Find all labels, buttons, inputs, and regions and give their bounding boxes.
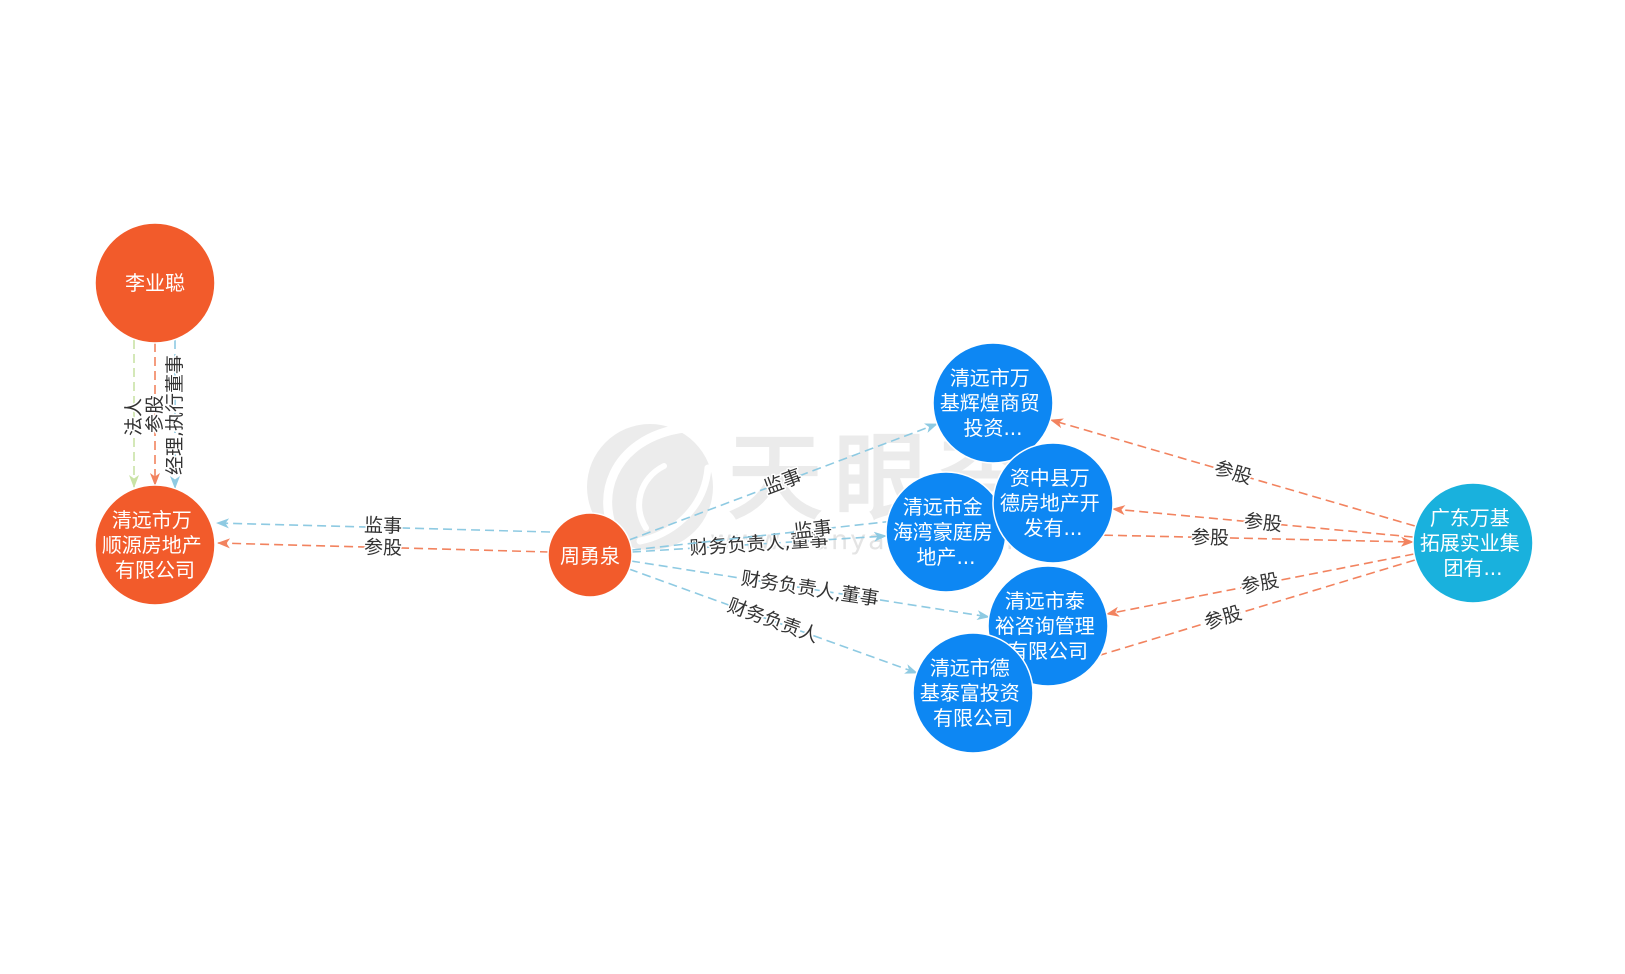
node-label: 清远市万 顺源房地产 有限公司 bbox=[102, 508, 208, 582]
edge-line[interactable] bbox=[628, 423, 938, 541]
node-company-wanshunyuan[interactable]: 清远市万 顺源房地产 有限公司 bbox=[94, 484, 216, 606]
edge-line[interactable] bbox=[631, 531, 887, 553]
edge-line[interactable] bbox=[1030, 559, 1416, 678]
node-person-zhou-yongquan[interactable]: 周勇泉 bbox=[547, 512, 633, 598]
node-label: 李业聪 bbox=[125, 271, 185, 295]
edge-label: 参股 bbox=[1191, 527, 1229, 550]
edge-line[interactable] bbox=[1112, 505, 1414, 538]
node-company-jinhaiwan[interactable]: 清远市金 海湾豪庭房 地产... bbox=[885, 471, 1007, 593]
node-company-dejitaifu[interactable]: 清远市德 基泰富投资 有限公司 bbox=[912, 632, 1034, 754]
node-company-guangdong-wanji[interactable]: 广东万基 拓展实业集 团有... bbox=[1412, 482, 1534, 604]
edge-line[interactable] bbox=[1005, 532, 1414, 547]
edge-li-to-wanshunyuan-legal-rep[interactable]: 法人 bbox=[122, 340, 147, 488]
node-circle[interactable] bbox=[912, 632, 1034, 754]
edge-label: 经理,执行董事 bbox=[164, 355, 186, 475]
node-label: 资中县万 德房地产开 发有... bbox=[1000, 466, 1106, 540]
node-circle[interactable] bbox=[992, 442, 1114, 564]
node-person-li-yecong[interactable]: 李业聪 bbox=[94, 222, 216, 344]
edge-label: 法人 bbox=[123, 398, 145, 436]
edge-line[interactable] bbox=[630, 560, 990, 621]
edge-label: 监事 bbox=[364, 515, 403, 538]
edge-jinhaiwan-to-guangdong[interactable]: 参股 bbox=[1005, 525, 1414, 551]
edge-line[interactable] bbox=[1106, 553, 1415, 617]
edge-zhou-to-wanshunyuan-supervisor[interactable]: 监事 bbox=[216, 513, 551, 539]
nodes-layer: 李业聪 清远市万 顺源房地产 有限公司 周勇泉 广东万基 拓展实业集 团有... bbox=[94, 222, 1534, 754]
node-label: 清远市德 基泰富投资 有限公司 bbox=[920, 656, 1026, 730]
node-label: 广东万基 拓展实业集 团有... bbox=[1420, 506, 1526, 580]
node-circle[interactable] bbox=[94, 222, 216, 344]
edge-label: 参股 bbox=[364, 537, 403, 560]
node-circle[interactable] bbox=[94, 484, 216, 606]
edge-line[interactable] bbox=[628, 568, 918, 674]
node-label: 周勇泉 bbox=[560, 544, 620, 568]
edge-zhou-to-wanshunyuan-shareholding[interactable]: 参股 bbox=[217, 535, 550, 561]
edge-li-to-wanshunyuan-shareholding[interactable]: 参股 bbox=[143, 343, 168, 486]
node-circle[interactable] bbox=[547, 512, 633, 598]
edge-label: 参股 bbox=[1243, 510, 1283, 535]
edge-label: 参股 bbox=[144, 395, 166, 433]
node-circle[interactable] bbox=[1412, 482, 1534, 604]
node-label: 清远市万 基辉煌商贸 投资... bbox=[940, 366, 1046, 440]
edge-label: 监事 bbox=[793, 517, 833, 543]
node-label: 清远市金 海湾豪庭房 地产... bbox=[893, 495, 999, 569]
edge-li-to-wanshunyuan-position[interactable]: 经理,执行董事 bbox=[163, 340, 188, 489]
node-circle[interactable] bbox=[932, 342, 1054, 464]
node-company-zizhong-wande[interactable]: 资中县万 德房地产开 发有... bbox=[992, 442, 1114, 564]
edge-line[interactable] bbox=[1050, 418, 1416, 527]
edge-guangdong-to-zizhong[interactable]: 参股 bbox=[1112, 505, 1414, 538]
node-company-wanji-huihuang[interactable]: 清远市万 基辉煌商贸 投资... bbox=[932, 342, 1054, 464]
